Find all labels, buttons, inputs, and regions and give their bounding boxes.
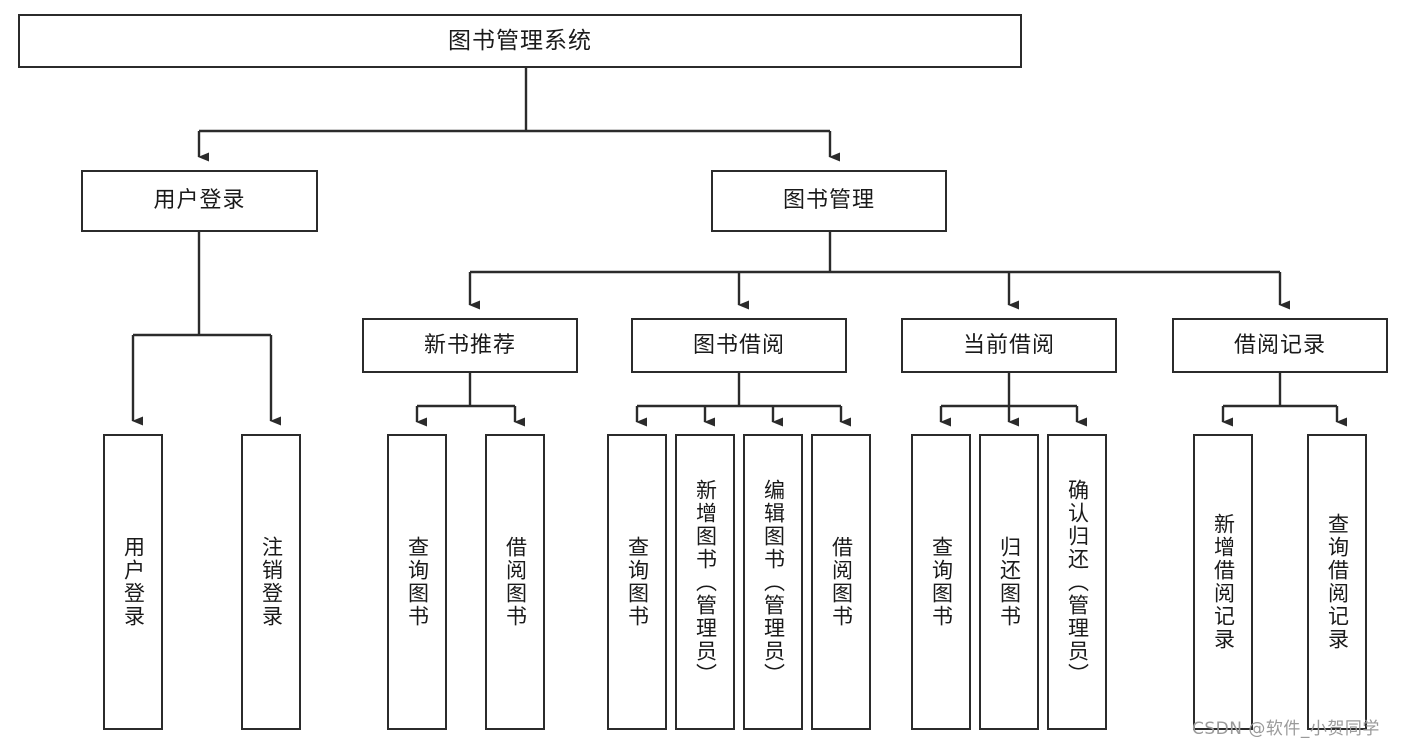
csdn-watermark: CSDN @软件_小贺同学 [1192,719,1380,739]
leaf-new-book-query-book[interactable]: 查询图书 [387,434,447,730]
node-borrow-record[interactable]: 借阅记录 [1172,318,1388,373]
node-book-borrow[interactable]: 图书借阅 [631,318,847,373]
leaf-borrow-add-book-admin[interactable]: 新增图书（管理员） [675,434,735,730]
leaf-borrow-edit-book-admin[interactable]: 编辑图书（管理员） [743,434,803,730]
node-new-book-recommend[interactable]: 新书推荐 [362,318,578,373]
leaf-new-book-borrow-book[interactable]: 借阅图书 [485,434,545,730]
leaf-borrow-query-book[interactable]: 查询图书 [607,434,667,730]
leaf-record-add-record[interactable]: 新增借阅记录 [1193,434,1253,730]
leaf-current-query-book[interactable]: 查询图书 [911,434,971,730]
node-current-borrow[interactable]: 当前借阅 [901,318,1117,373]
leaf-current-return-book[interactable]: 归还图书 [979,434,1039,730]
leaf-user-login-login[interactable]: 用户登录 [103,434,163,730]
leaf-borrow-borrow-book[interactable]: 借阅图书 [811,434,871,730]
node-root-library-management-system[interactable]: 图书管理系统 [18,14,1022,68]
leaf-record-query-record[interactable]: 查询借阅记录 [1307,434,1367,730]
node-user-login[interactable]: 用户登录 [81,170,318,232]
leaf-user-login-logout[interactable]: 注销登录 [241,434,301,730]
leaf-current-confirm-return-admin[interactable]: 确认归还（管理员） [1047,434,1107,730]
node-book-management[interactable]: 图书管理 [711,170,947,232]
